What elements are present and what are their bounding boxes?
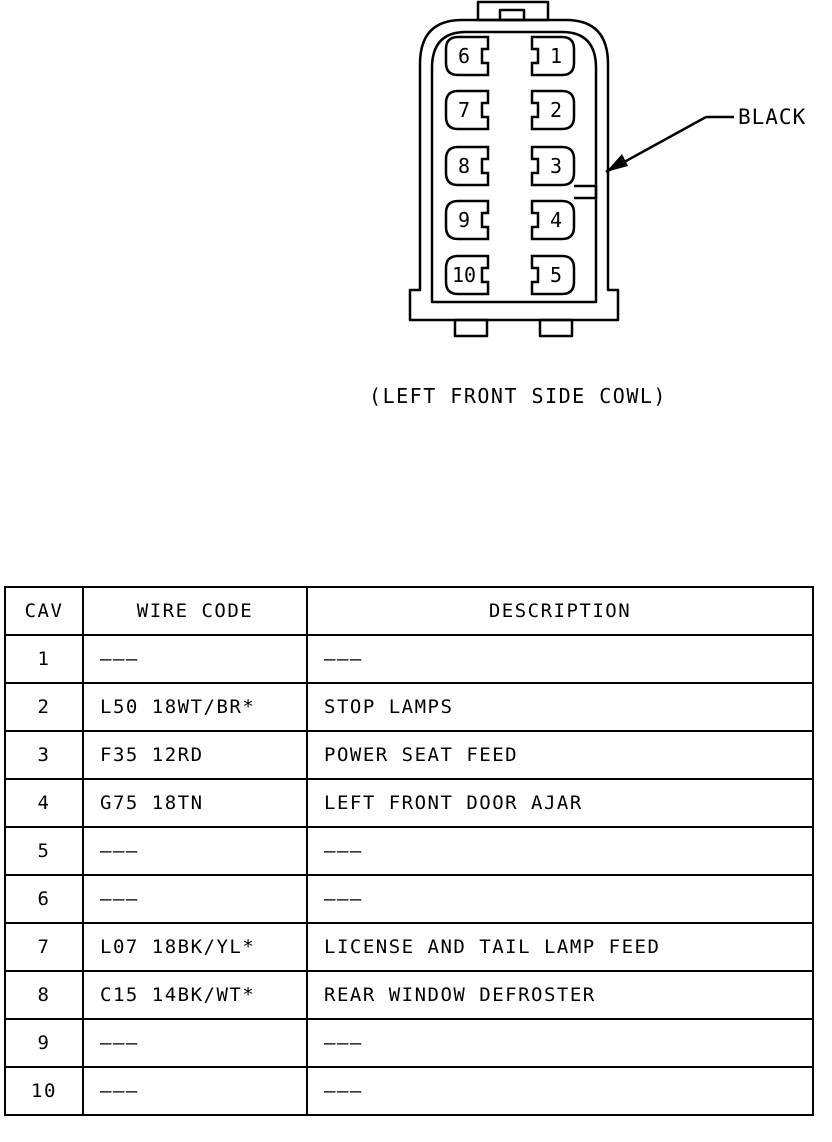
pin-number: 7 bbox=[458, 98, 470, 122]
pin-cavity-6 bbox=[444, 35, 490, 77]
table-row: 9—————— bbox=[4, 1018, 814, 1068]
wire-code-cell: ——— bbox=[82, 874, 308, 924]
pin-cavity-5 bbox=[530, 254, 576, 296]
pin-number: 4 bbox=[550, 208, 562, 232]
pin-number: 8 bbox=[458, 154, 470, 178]
connector-latch-inner bbox=[498, 8, 526, 22]
connector-diagram: 6 7 8 9 10 1 2 3 4 5 BLACK (LEFT FRONT SIDE COWL… bbox=[369, 0, 806, 408]
cav-cell: 5 bbox=[4, 826, 84, 876]
cav-cell: 3 bbox=[4, 730, 84, 780]
table-row: 6—————— bbox=[4, 874, 814, 924]
pin-cavity-1 bbox=[530, 35, 576, 77]
header-wire-code: WIRE CODE bbox=[82, 586, 308, 636]
wire-code-cell: C15 14BK/WT* bbox=[82, 970, 308, 1020]
wire-code-cell: G75 18TN bbox=[82, 778, 308, 828]
pin-cavity-3 bbox=[530, 145, 576, 187]
table-header-row: CAV WIRE CODE DESCRIPTION bbox=[4, 586, 814, 636]
pin-cavity-9 bbox=[444, 199, 490, 241]
wire-code-cell: F35 12RD bbox=[82, 730, 308, 780]
pin-number: 3 bbox=[550, 154, 562, 178]
connector-foot-right bbox=[538, 318, 574, 338]
pin-number: 6 bbox=[458, 44, 470, 68]
connector-key-slot bbox=[574, 184, 598, 200]
pin-cavity-2 bbox=[530, 89, 576, 131]
left-pin-column: 6 7 8 9 10 bbox=[444, 35, 490, 296]
callout-label-black: BLACK bbox=[738, 105, 806, 129]
cav-cell: 10 bbox=[4, 1066, 84, 1116]
cav-cell: 4 bbox=[4, 778, 84, 828]
description-cell: LEFT FRONT DOOR AJAR bbox=[306, 778, 814, 828]
pin-cavity-4 bbox=[530, 199, 576, 241]
pin-cavity-7 bbox=[444, 89, 490, 131]
description-cell: ——— bbox=[306, 1066, 814, 1116]
connector-foot-left bbox=[453, 318, 489, 338]
pin-number: 1 bbox=[550, 44, 562, 68]
cav-cell: 9 bbox=[4, 1018, 84, 1068]
cav-cell: 6 bbox=[4, 874, 84, 924]
cav-cell: 2 bbox=[4, 682, 84, 732]
table-row: 5—————— bbox=[4, 826, 814, 876]
table-row: 10—————— bbox=[4, 1066, 814, 1116]
cav-cell: 7 bbox=[4, 922, 84, 972]
wire-code-cell: ——— bbox=[82, 826, 308, 876]
connector-body-inner bbox=[430, 30, 598, 304]
connector-body-outer bbox=[408, 18, 620, 322]
description-cell: ——— bbox=[306, 826, 814, 876]
description-cell: POWER SEAT FEED bbox=[306, 730, 814, 780]
cav-cell: 8 bbox=[4, 970, 84, 1020]
description-cell: LICENSE AND TAIL LAMP FEED bbox=[306, 922, 814, 972]
wire-code-cell: L50 18WT/BR* bbox=[82, 682, 308, 732]
pin-cavity-8 bbox=[444, 145, 490, 187]
pin-number: 2 bbox=[550, 98, 562, 122]
description-cell: ——— bbox=[306, 634, 814, 684]
callout-arrowhead bbox=[606, 154, 628, 172]
pin-number: 10 bbox=[452, 263, 476, 287]
header-cav: CAV bbox=[4, 586, 84, 636]
header-description: DESCRIPTION bbox=[306, 586, 814, 636]
description-cell: ——— bbox=[306, 874, 814, 924]
location-caption: (LEFT FRONT SIDE COWL) bbox=[369, 384, 667, 408]
description-cell: STOP LAMPS bbox=[306, 682, 814, 732]
description-cell: ——— bbox=[306, 1018, 814, 1068]
pin-cavity-10 bbox=[444, 254, 490, 296]
wire-code-cell: ——— bbox=[82, 1018, 308, 1068]
description-cell: REAR WINDOW DEFROSTER bbox=[306, 970, 814, 1020]
right-pin-column: 1 2 3 4 5 bbox=[530, 35, 576, 296]
pin-number: 9 bbox=[458, 208, 470, 232]
wire-code-cell: ——— bbox=[82, 1066, 308, 1116]
cav-cell: 1 bbox=[4, 634, 84, 684]
table-row: 1—————— bbox=[4, 634, 814, 684]
wire-code-cell: L07 18BK/YL* bbox=[82, 922, 308, 972]
wire-code-cell: ——— bbox=[82, 634, 308, 684]
pin-number: 5 bbox=[550, 263, 562, 287]
